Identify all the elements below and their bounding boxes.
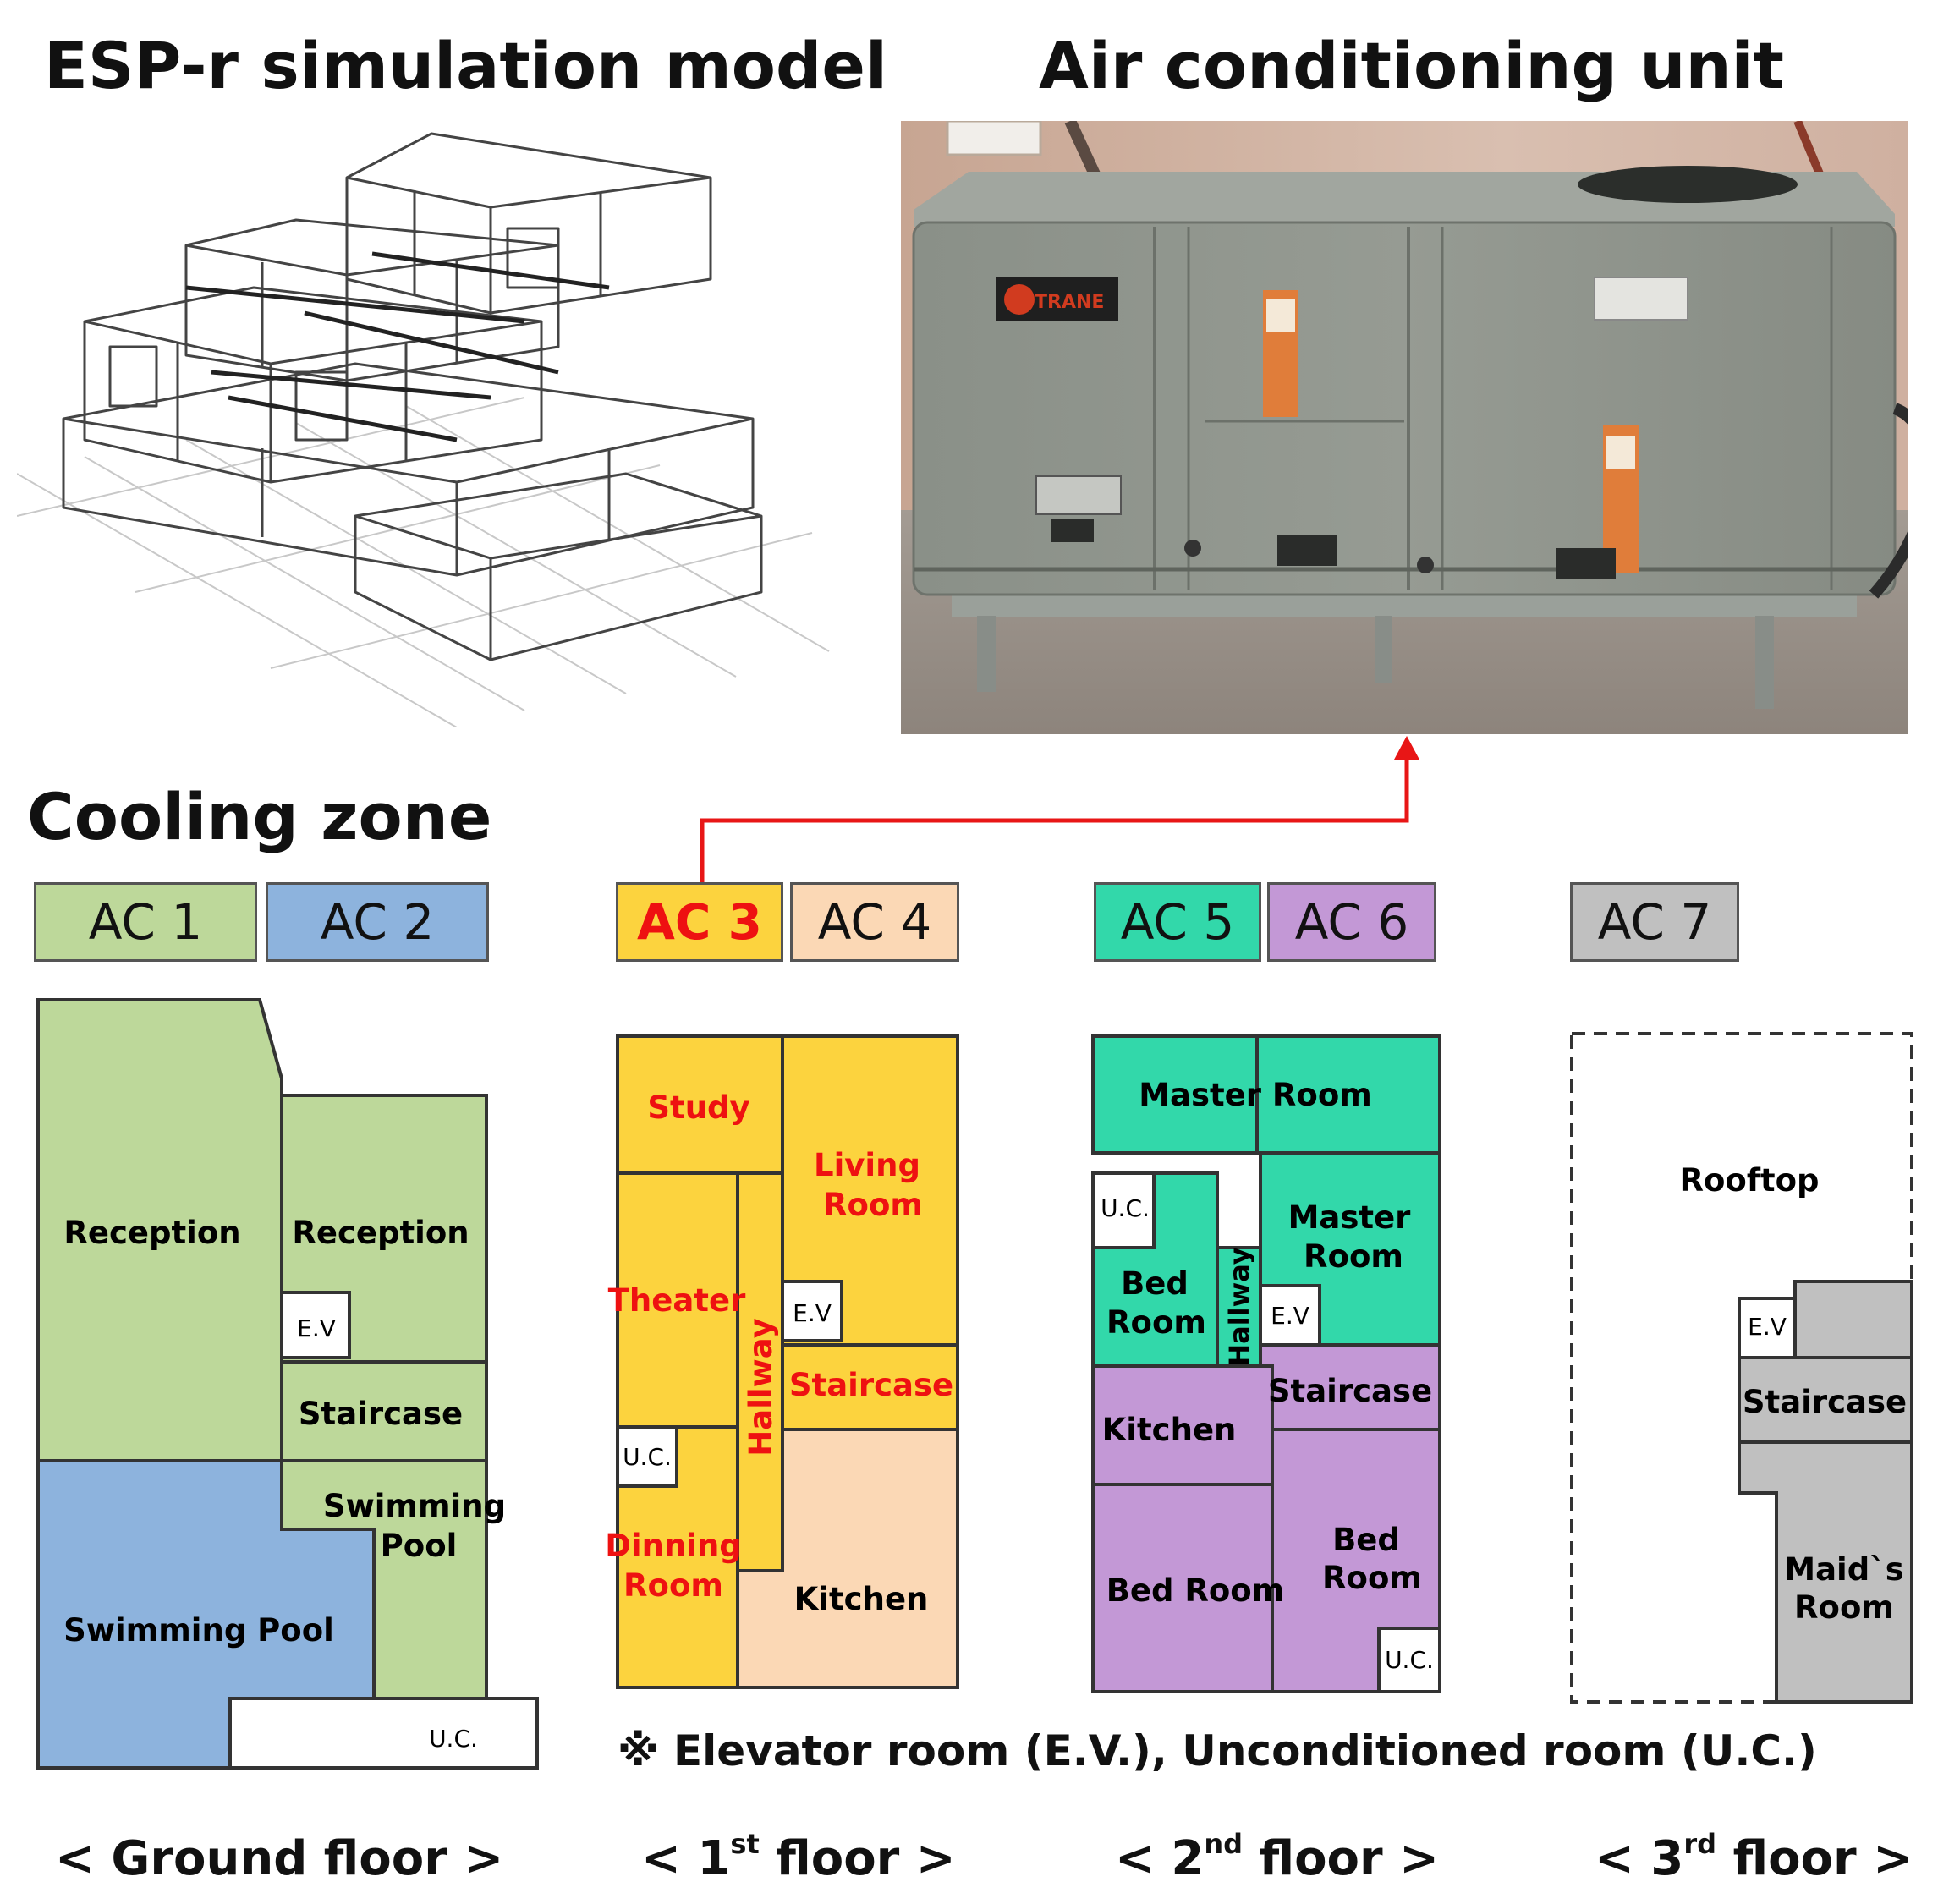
f2-bed-right-label-2: Room: [1322, 1560, 1422, 1596]
f2-bed-label-1: Bed: [1121, 1265, 1189, 1302]
f2-master-right-label-1: Master: [1288, 1199, 1412, 1236]
gf-ev-zone: [280, 1291, 351, 1359]
ac1-legend: AC 1: [34, 882, 257, 962]
f1-hallway-label: Hallway: [743, 1318, 779, 1456]
third-floor-label-post: floor >: [1716, 1831, 1913, 1886]
f1-study-zone: [616, 1034, 784, 1175]
gf-pool-large-label: Swimming Pool: [63, 1612, 334, 1649]
ground-floor-label-text: < Ground floor >: [55, 1831, 504, 1886]
f2-bedroom-label: Bed Room: [1106, 1572, 1285, 1609]
f1-theater-zone: [616, 1171, 739, 1429]
second-floor-label-sup: nd: [1204, 1828, 1244, 1860]
f2-kitchen-label: Kitchen: [1102, 1412, 1237, 1448]
f3-maid-label-2: Room: [1794, 1589, 1894, 1626]
ground-floor-label: < Ground floor >: [55, 1835, 503, 1883]
second-floor-label: < 2nd floor >: [1115, 1830, 1439, 1883]
f1-kitchen-zone: [736, 1428, 959, 1689]
f2-bed-right-label-1: Bed: [1332, 1522, 1400, 1558]
air-conditioning-unit-photo: TRANE: [901, 121, 1908, 734]
abbreviation-note: ※ Elevator room (E.V.), Unconditioned ro…: [618, 1726, 1817, 1775]
f1-staircase-zone: [781, 1343, 959, 1431]
ac3-legend: AC 3: [616, 882, 783, 962]
first-floor-label-post: floor >: [759, 1831, 956, 1886]
f3-maid-label-1: Maid`s: [1784, 1551, 1903, 1588]
ac2-legend: AC 2: [266, 882, 489, 962]
f2-uc-top-label: U.C.: [1101, 1194, 1150, 1222]
third-floor-label: < 3rd floor >: [1595, 1830, 1913, 1883]
f1-ev-zone: [781, 1280, 843, 1342]
f2-uc-bottom-label: U.C.: [1385, 1646, 1434, 1674]
f2-master-top-label: Master Room: [1139, 1077, 1372, 1113]
f1-kitchen-label: Kitchen: [794, 1581, 929, 1617]
first-floor-label-pre: < 1: [641, 1831, 731, 1886]
f3-staircase-zone: [1738, 1356, 1913, 1444]
gf-reception-right-label: Reception: [292, 1215, 469, 1251]
f2-uc-bottom-zone: [1377, 1627, 1441, 1693]
f1-uc-label: U.C.: [623, 1443, 672, 1471]
f2-ev-zone: [1259, 1284, 1321, 1347]
f2-ev-label: E.V: [1271, 1302, 1309, 1330]
f2-kitchen-zone: [1091, 1364, 1274, 1486]
f1-living-label-2: Room: [823, 1187, 923, 1223]
ground-floor-plan: [36, 998, 539, 1770]
brand-logo: TRANE: [1035, 292, 1104, 313]
f1-hallway-zone: [736, 1171, 784, 1572]
third-floor-plan: [1570, 1032, 1913, 1704]
ac4-legend: AC 4: [790, 882, 959, 962]
air-conditioning-unit-heading: Air conditioning unit: [1039, 28, 1784, 103]
f2-uc-top-zone: [1091, 1171, 1156, 1249]
first-floor-label-sup: st: [730, 1828, 760, 1860]
f2-staircase-label: Staircase: [1268, 1373, 1432, 1409]
first-floor-plan: [616, 1034, 959, 1689]
ac7-legend: AC 7: [1570, 882, 1739, 962]
third-floor-label-pre: < 3: [1595, 1831, 1684, 1886]
esp-r-wireframe-model: [17, 132, 830, 727]
second-floor-plan: [1091, 1034, 1441, 1693]
f1-theater-label: Theater: [608, 1282, 746, 1319]
f2-master-top-zone: [1091, 1034, 1441, 1155]
ac6-legend: AC 6: [1267, 882, 1436, 962]
gf-staircase-label: Staircase: [299, 1396, 463, 1432]
f3-rooftop-label: Rooftop: [1679, 1162, 1819, 1199]
f1-staircase-label: Staircase: [789, 1367, 953, 1403]
f2-bed-label-2: Room: [1106, 1304, 1206, 1341]
f2-master-right-label-2: Room: [1304, 1238, 1403, 1275]
cooling-zone-heading: Cooling zone: [27, 779, 492, 854]
simulation-model-heading: ESP-r simulation model: [44, 28, 887, 103]
second-floor-label-pre: < 2: [1115, 1831, 1205, 1886]
ac5-legend: AC 5: [1094, 882, 1261, 962]
f3-ev-zone: [1738, 1297, 1797, 1359]
f3-staircase-label: Staircase: [1743, 1384, 1907, 1420]
third-floor-label-sup: rd: [1683, 1828, 1717, 1860]
f2-hallway-label: Hallway: [1223, 1247, 1255, 1366]
gf-pool-small-label-1: Swimming: [323, 1488, 506, 1524]
gf-reception-left-label: Reception: [63, 1215, 240, 1251]
f3-ev-label: E.V: [1748, 1313, 1787, 1341]
gf-uc-zone: [228, 1697, 539, 1770]
f1-dinning-label-2: Room: [623, 1567, 723, 1604]
gf-uc-label: U.C.: [429, 1725, 478, 1753]
f1-living-label-1: Living: [814, 1147, 920, 1183]
first-floor-label: < 1st floor >: [641, 1830, 956, 1883]
f1-study-label: Study: [647, 1089, 749, 1126]
gf-pool-small-label-2: Pool: [381, 1528, 458, 1564]
f1-uc-zone: [616, 1425, 678, 1488]
f1-dinning-label-1: Dinning: [605, 1528, 742, 1564]
second-floor-label-post: floor >: [1243, 1831, 1440, 1886]
f2-bedroom-zone: [1091, 1483, 1302, 1693]
gf-ev-label: E.V: [297, 1314, 336, 1342]
f1-ev-label: E.V: [793, 1299, 832, 1327]
